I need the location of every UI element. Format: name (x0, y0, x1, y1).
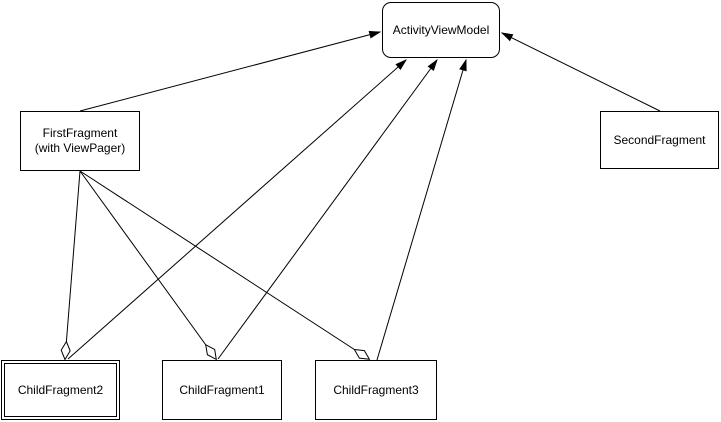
node-child-fragment1: ChildFragment1 (162, 360, 282, 420)
edge-firstfragment-to-activityviewmodel (79, 32, 380, 112)
edge-firstfragment-to-childfragment3 (79, 170, 369, 359)
edge-childfragment1-to-activityviewmodel (217, 60, 437, 360)
node-child-fragment2: ChildFragment2 (1, 360, 120, 420)
edge-firstfragment-to-childfragment1 (79, 170, 216, 359)
node-first-fragment-label: FirstFragment (with ViewPager) (34, 126, 126, 155)
edge-secondfragment-to-activityviewmodel (502, 33, 661, 112)
node-child-fragment3: ChildFragment3 (315, 360, 437, 420)
edge-firstfragment-to-childfragment2 (65, 170, 81, 359)
node-activity-view-model: ActivityViewModel (382, 2, 500, 58)
node-child-fragment1-label: ChildFragment1 (179, 382, 265, 397)
node-second-fragment: SecondFragment (600, 111, 719, 169)
node-first-fragment: FirstFragment (with ViewPager) (20, 111, 140, 171)
edge-childfragment2-to-activityviewmodel (67, 60, 406, 360)
node-activity-view-model-label: ActivityViewModel (392, 22, 490, 37)
node-child-fragment3-label: ChildFragment3 (333, 382, 419, 397)
node-second-fragment-label: SecondFragment (613, 132, 706, 147)
edge-childfragment3-to-activityviewmodel (376, 60, 466, 361)
node-child-fragment2-label: ChildFragment2 (17, 382, 104, 397)
